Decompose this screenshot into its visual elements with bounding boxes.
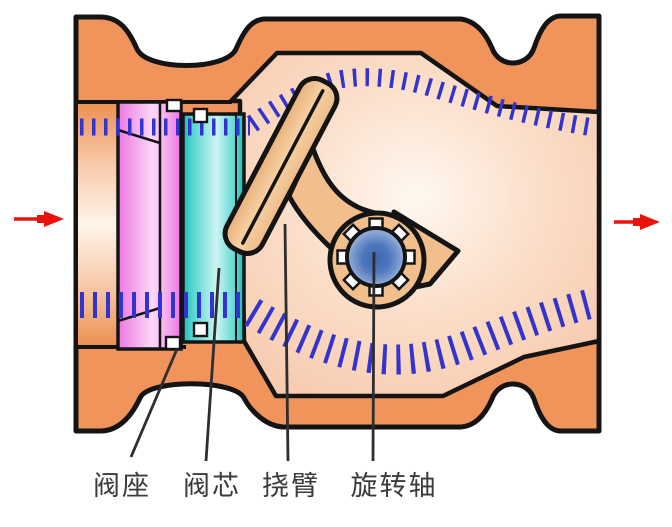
clip-bottom-core bbox=[192, 321, 209, 338]
inlet-channel bbox=[78, 102, 118, 347]
leader-seat bbox=[129, 348, 179, 458]
rotary-shaft bbox=[345, 226, 407, 288]
clip-top-core bbox=[192, 107, 209, 124]
label-valve-core: 阀芯 bbox=[183, 471, 241, 501]
clip-top-seat bbox=[165, 98, 183, 113]
flow-dashes-bottom-arc bbox=[244, 287, 601, 375]
seat-retainer-clips bbox=[164, 98, 209, 351]
leader-core bbox=[204, 267, 221, 462]
leader-lines bbox=[129, 223, 376, 462]
label-swing-arm: 挠臂 bbox=[262, 471, 320, 501]
label-rotary-shaft: 旋转轴 bbox=[351, 471, 438, 501]
swing-arm-assembly bbox=[222, 76, 461, 310]
inlet-flow-arrow-icon bbox=[14, 211, 64, 227]
outlet-flow-arrow-icon bbox=[614, 214, 660, 230]
clip-bottom-seat bbox=[164, 335, 182, 351]
label-valve-seat: 阀座 bbox=[93, 471, 151, 501]
leader-arm bbox=[283, 223, 290, 462]
part-labels: 阀座 阀芯 挠臂 旋转轴 bbox=[93, 471, 438, 501]
flapper-plate bbox=[222, 76, 340, 256]
flow-dash-lines bbox=[80, 68, 601, 375]
leader-shaft bbox=[371, 251, 376, 462]
